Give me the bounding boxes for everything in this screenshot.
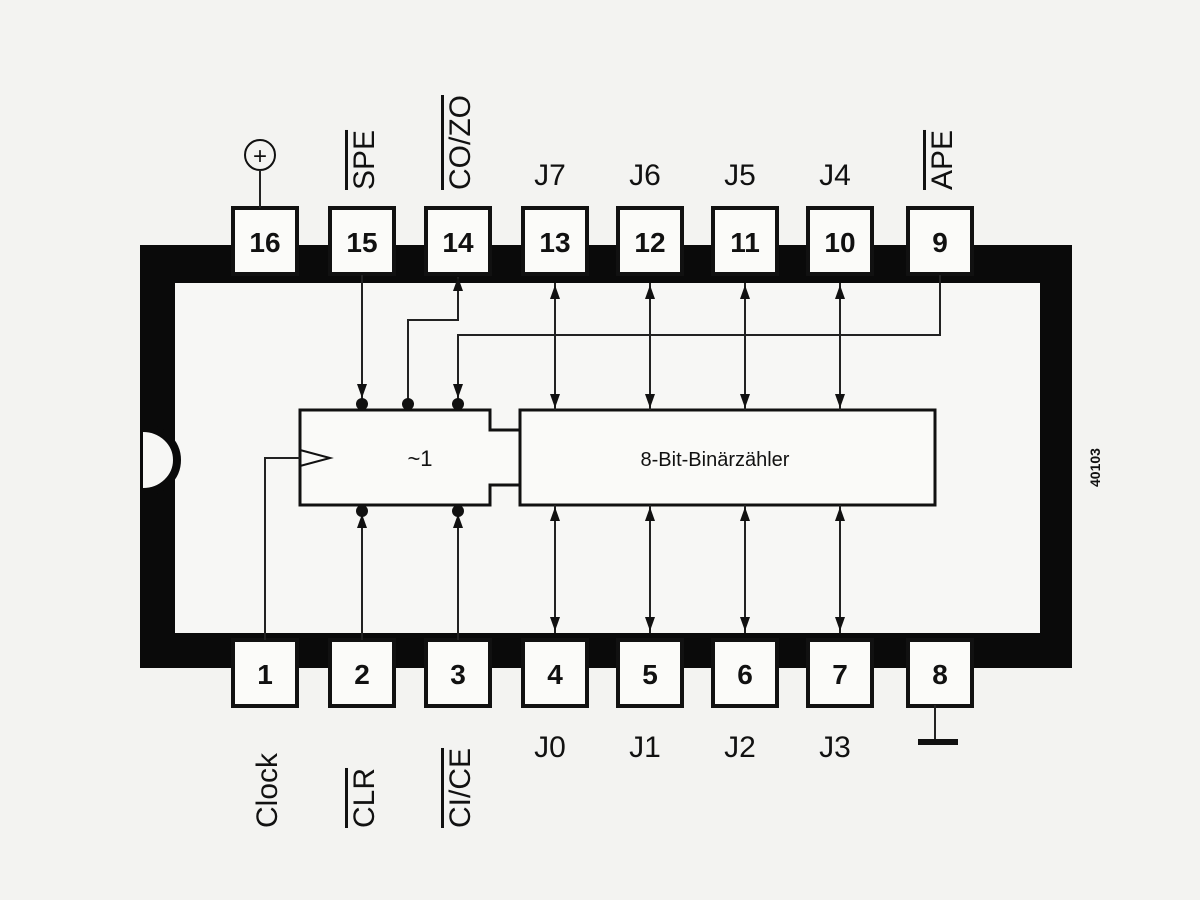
pin-label: J4 — [819, 159, 851, 192]
pin-number: 9 — [932, 227, 948, 258]
power-plus-icon: + — [244, 139, 276, 208]
pin-number: 2 — [354, 659, 370, 690]
pin-label: J5 — [724, 159, 756, 192]
pin-12: 12 J6 — [616, 159, 684, 276]
pin-number: 14 — [442, 227, 474, 258]
pin-label: J0 — [534, 731, 566, 764]
pin-label: J6 — [629, 159, 661, 192]
pin-label: SPE — [348, 130, 381, 190]
pin-10: 10 J4 — [806, 159, 874, 276]
pin-11: 11 J5 — [711, 159, 779, 276]
pin-label: J3 — [819, 731, 851, 764]
pin-label: Clock — [251, 752, 284, 828]
top-pin-row: 16 15 SPE 14 CO/ZO 13 J7 12 J6 11 J5 10 J4 9 APE — [231, 95, 974, 276]
pin-label: CI/CE — [444, 748, 477, 828]
pin-number: 16 — [249, 227, 280, 258]
pin-5: 5J1 — [616, 638, 684, 764]
pin-13: 13 J7 — [521, 159, 589, 276]
counter-block-label: 8-Bit-Binärzähler — [641, 449, 790, 471]
pin-number: 12 — [634, 227, 665, 258]
pin-number: 4 — [547, 659, 563, 690]
pin-label: CO/ZO — [444, 95, 477, 190]
pin-6: 6J2 — [711, 638, 779, 764]
pin-number: 3 — [450, 659, 466, 690]
pin-number: 13 — [539, 227, 570, 258]
pin-number: 5 — [642, 659, 658, 690]
pin-15: 15 SPE — [328, 130, 396, 276]
pin-number: 6 — [737, 659, 753, 690]
chip-notch — [142, 424, 181, 496]
clock-input-icon — [299, 449, 334, 467]
pin-number: 7 — [832, 659, 848, 690]
pin-label: J1 — [629, 731, 661, 764]
pin-label: J7 — [534, 159, 566, 192]
pin-14: 14 CO/ZO — [424, 95, 492, 276]
signal-wires — [264, 275, 941, 640]
pin-7: 7J3 — [806, 638, 874, 764]
pin-number: 8 — [932, 659, 948, 690]
pin-16: 16 — [231, 206, 299, 276]
decrement-block-label: ~1 — [407, 446, 432, 471]
figure-id: 40103 — [1087, 448, 1103, 487]
block-outline — [298, 408, 937, 507]
pin-label: CLR — [348, 768, 381, 828]
pin-number: 11 — [730, 227, 760, 258]
pin-label: APE — [926, 130, 959, 190]
pin-8: 8 — [906, 638, 974, 708]
pin-number: 15 — [346, 227, 377, 258]
pin-number: 10 — [824, 227, 855, 258]
pin-label: J2 — [724, 731, 756, 764]
pin-4: 4J0 — [521, 638, 589, 764]
pin-9: 9 APE — [906, 130, 974, 276]
pin-number: 1 — [257, 659, 273, 690]
ground-icon — [918, 705, 958, 745]
pin-3: 3CI/CE — [424, 638, 492, 828]
power-symbol: + — [253, 143, 267, 170]
